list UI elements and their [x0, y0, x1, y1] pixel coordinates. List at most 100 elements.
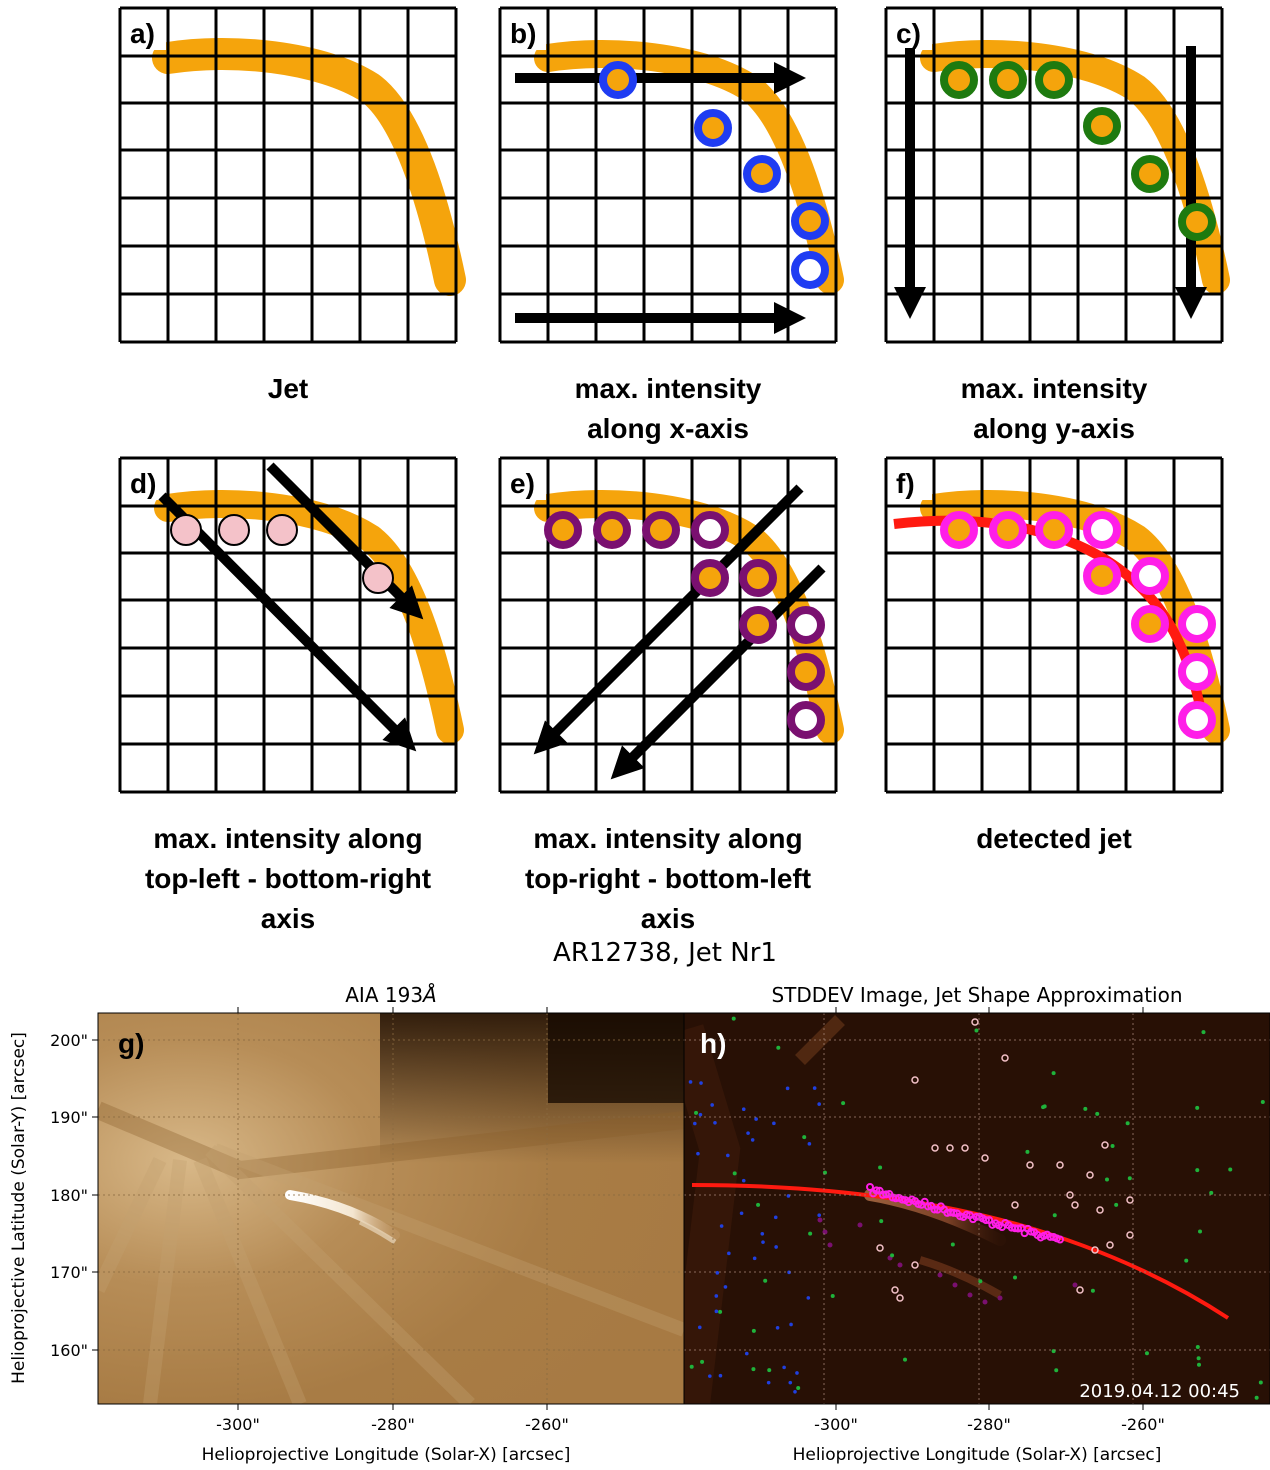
figure-title: AR12738, Jet Nr1 — [553, 938, 777, 968]
noise-point — [1125, 1121, 1130, 1126]
schematic-panel-f: f) — [884, 456, 1230, 794]
noise-point — [1104, 1177, 1109, 1182]
noise-point — [1095, 1111, 1100, 1116]
noise-point — [785, 1086, 790, 1091]
noise-point — [1013, 1275, 1018, 1280]
pixel-grid — [884, 456, 1224, 794]
noise-point — [1052, 1213, 1057, 1218]
noise-point — [727, 1251, 731, 1256]
jet-shape — [152, 37, 466, 296]
intensity-marker — [791, 251, 829, 289]
noise-point — [714, 1294, 719, 1298]
schematic-panel-d: d) — [118, 456, 464, 794]
noise-point — [776, 1045, 781, 1050]
panel-g-label: g) — [118, 1028, 144, 1059]
candidate-point — [1086, 1171, 1094, 1179]
schematic-panel-e: e) — [498, 456, 844, 794]
intensity-marker — [1178, 203, 1216, 241]
intensity-marker — [1131, 557, 1169, 595]
candidate-point — [822, 1229, 828, 1235]
panel-c-caption: max. intensity — [961, 373, 1148, 404]
candidate-point — [982, 1299, 988, 1305]
noise-point — [1228, 1167, 1233, 1172]
candidate-point — [1001, 1054, 1009, 1062]
candidate-point — [961, 1144, 969, 1152]
panel-f-label: f) — [896, 468, 915, 499]
aia-panel-title: AIA 193Å — [345, 983, 436, 1007]
noise-point — [697, 1325, 702, 1330]
schematic-panel-c: c) — [884, 6, 1230, 344]
panel-d-caption: top-left - bottom-right — [145, 863, 431, 894]
noise-point — [751, 1328, 756, 1333]
candidate-point — [827, 1242, 833, 1248]
intensity-marker — [787, 701, 825, 739]
panel-e-caption: max. intensity along — [533, 823, 802, 854]
noise-point — [1127, 1176, 1132, 1181]
noise-point — [713, 1120, 717, 1125]
candidate-point — [857, 1222, 863, 1228]
candidate-point — [817, 1217, 823, 1223]
noise-point — [689, 1364, 694, 1369]
noise-point — [719, 1224, 724, 1228]
noise-point — [1114, 1202, 1119, 1207]
candidate-point — [1072, 1282, 1078, 1288]
noise-point — [817, 1213, 822, 1218]
detected-point — [882, 1190, 891, 1199]
noise-point — [1197, 1362, 1202, 1367]
scan-arrow — [610, 564, 826, 780]
noise-point — [751, 1367, 756, 1372]
noise-point — [1083, 1106, 1088, 1111]
noise-point — [796, 1386, 801, 1391]
y-tick-label: 190" — [50, 1108, 88, 1127]
panel-b-caption: max. intensity — [575, 373, 762, 404]
noise-point — [772, 1121, 776, 1126]
x-tick-label: -260" — [525, 1415, 569, 1434]
intensity-marker — [1131, 155, 1169, 193]
intensity-marker — [1083, 107, 1121, 145]
noise-point — [830, 1293, 835, 1298]
candidate-point — [891, 1286, 899, 1294]
noise-point — [723, 1285, 728, 1289]
noise-point — [1025, 1149, 1030, 1154]
noise-point — [1054, 1368, 1059, 1373]
candidate-point — [931, 1144, 939, 1152]
noise-point — [773, 1215, 778, 1220]
jet-shape — [154, 489, 464, 744]
candidate-point — [897, 1262, 903, 1268]
noise-point — [766, 1380, 771, 1385]
intensity-marker — [218, 514, 250, 546]
noise-point — [698, 1112, 703, 1117]
detected-point — [949, 1208, 958, 1217]
intensity-marker — [787, 606, 825, 644]
panel-e-caption: axis — [641, 903, 696, 934]
detected-point — [930, 1205, 939, 1214]
noise-point — [767, 1368, 772, 1373]
noise-point — [974, 1028, 979, 1033]
detected-point — [962, 1210, 971, 1219]
noise-point — [903, 1357, 908, 1362]
fit-curve — [691, 1183, 1230, 1320]
noise-point — [746, 1131, 750, 1135]
noise-point — [715, 1271, 720, 1275]
intensity-marker — [593, 511, 631, 549]
noise-point — [1110, 1143, 1115, 1148]
candidate-point — [981, 1154, 989, 1162]
noise-point — [812, 1086, 817, 1090]
noise-point — [700, 1359, 705, 1364]
candidate-point — [997, 1295, 1003, 1301]
noise-point — [763, 1278, 768, 1283]
candidate-point — [1011, 1201, 1019, 1209]
noise-point — [741, 1107, 746, 1112]
noise-point — [726, 1153, 730, 1158]
scan-arrow — [158, 492, 417, 752]
noise-point — [1209, 1190, 1214, 1195]
noise-point — [732, 1171, 737, 1176]
x-tick-label: -260" — [1121, 1415, 1165, 1434]
noise-point — [793, 1389, 797, 1394]
intensity-marker — [544, 511, 582, 549]
h-xlabel: Helioprojective Longitude (Solar-X) [arc… — [793, 1445, 1162, 1465]
candidate-point — [946, 1144, 954, 1152]
noise-point — [741, 1178, 746, 1183]
noise-point — [1258, 1380, 1263, 1385]
noise-point — [718, 1373, 723, 1378]
